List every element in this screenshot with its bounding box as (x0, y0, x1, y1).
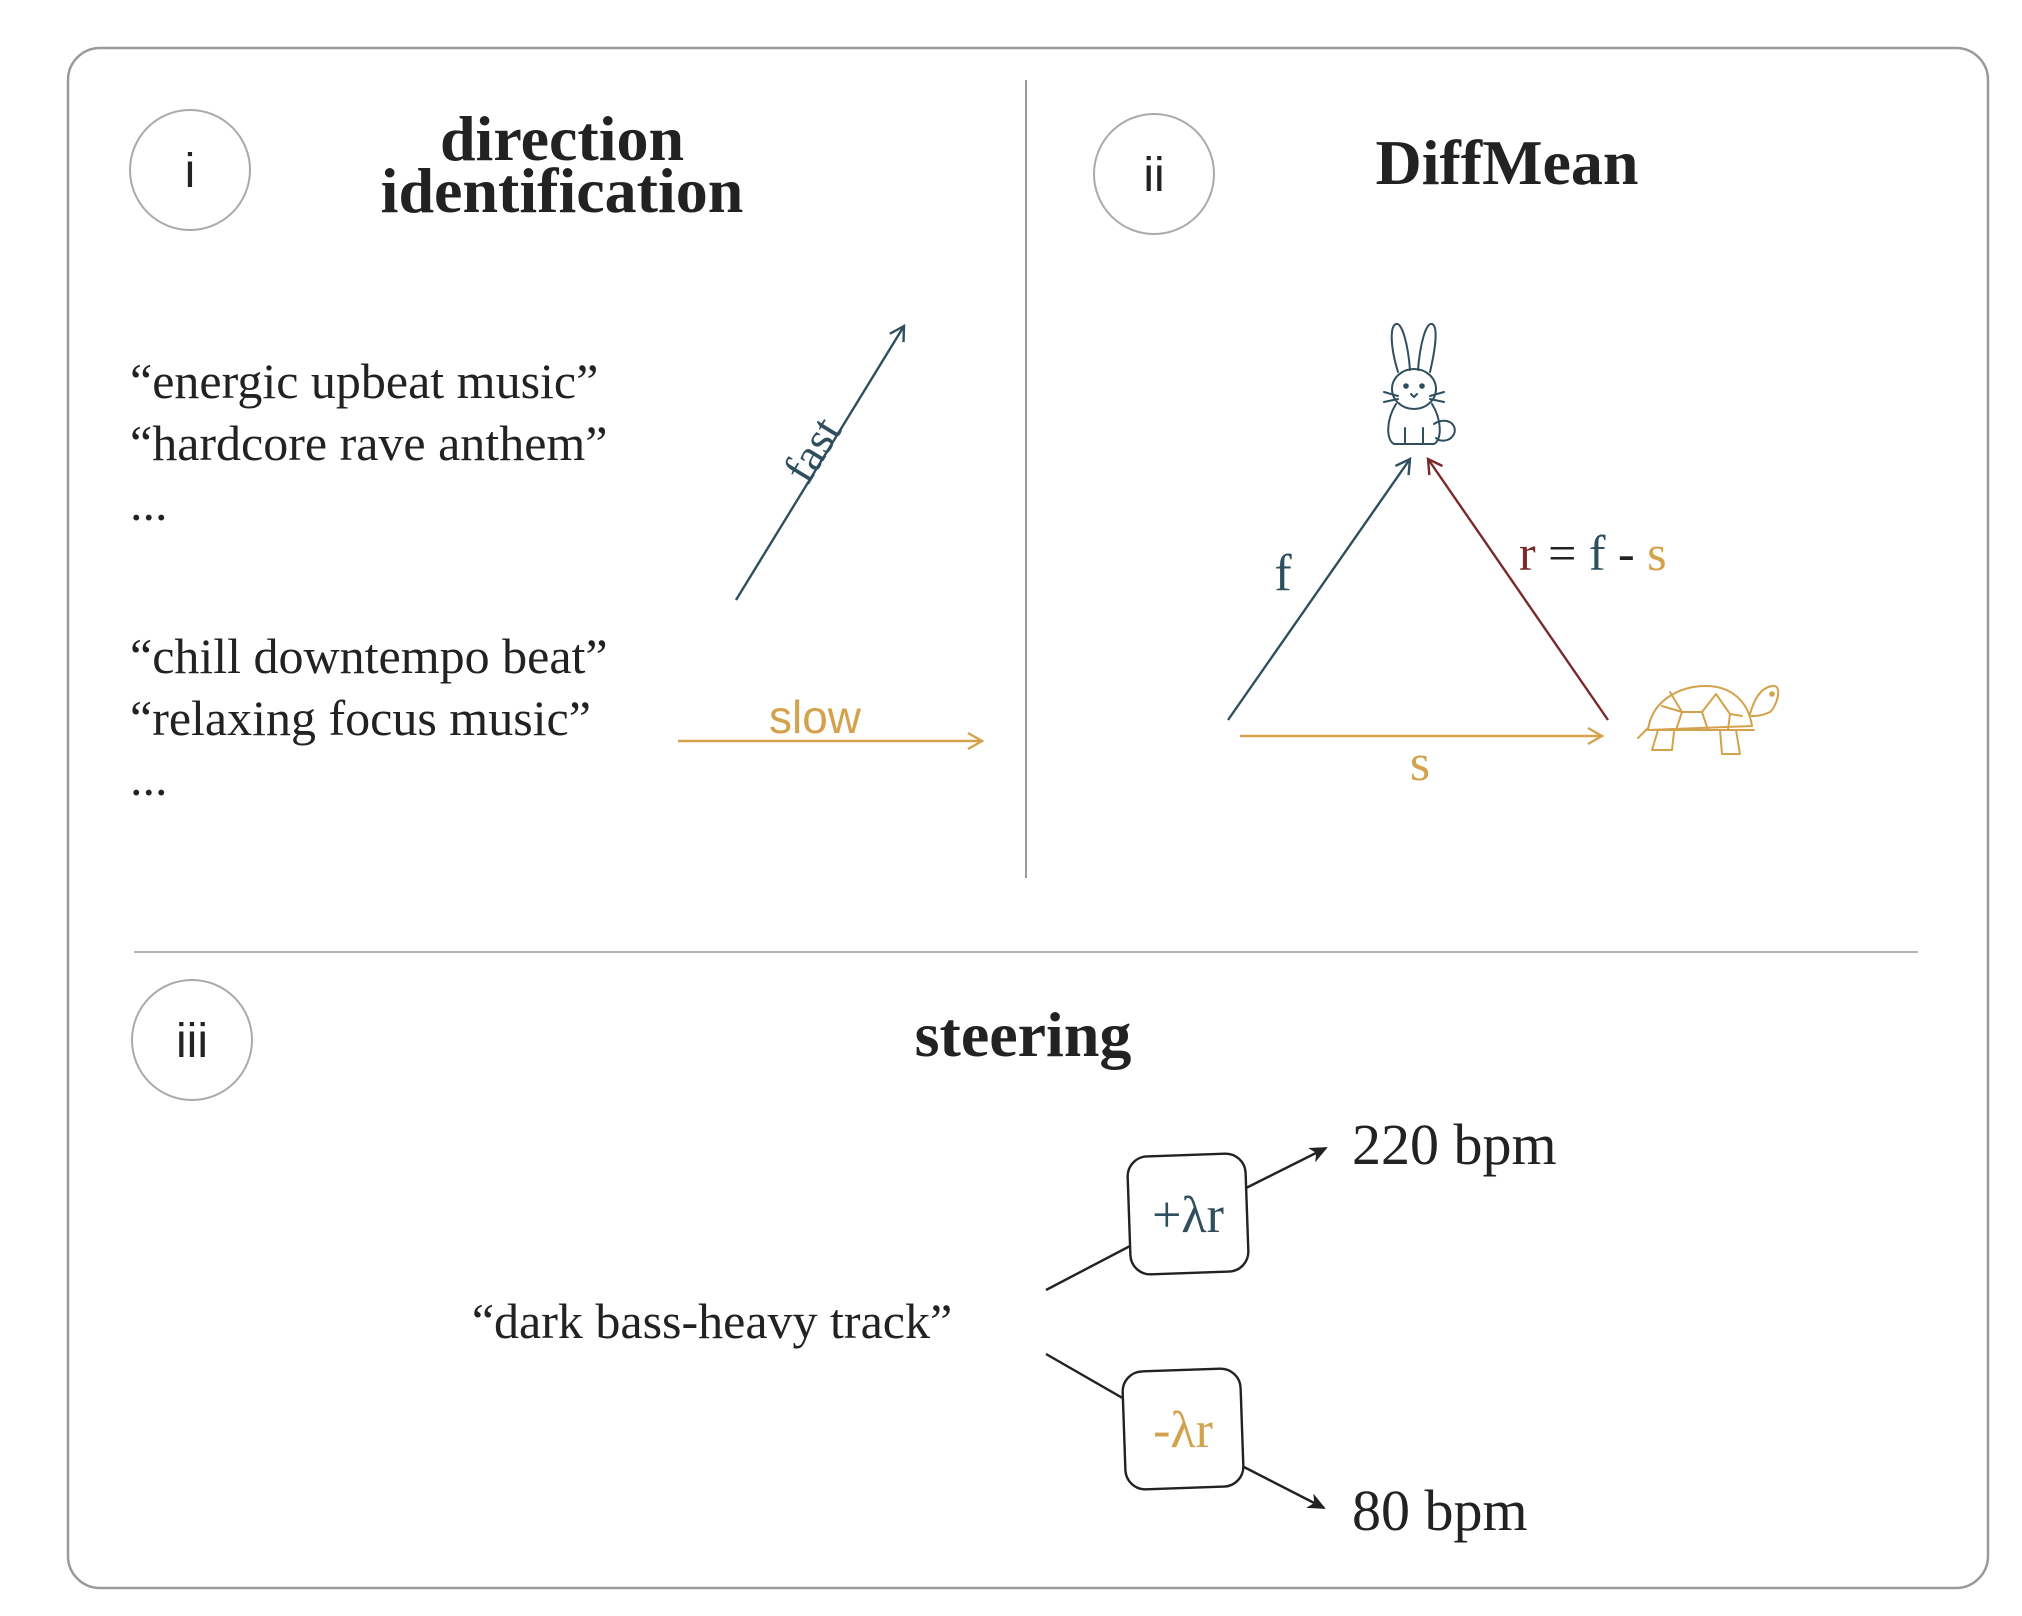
equation-equals: = (1536, 525, 1589, 581)
badge-iii-circle (131, 979, 253, 1101)
badge-ii: ii (1143, 149, 1164, 202)
panel-i-title-line1: direction (440, 103, 684, 174)
equation-s: s (1647, 525, 1666, 581)
slow-prompt-2: “relaxing focus music” (130, 690, 591, 746)
fast-prompt-1: “energic upbeat music” (130, 353, 598, 409)
panel-ii-title: DiffMean (1375, 127, 1638, 198)
panel-direction-identification: i direction identification “energic upbe… (129, 103, 985, 806)
fast-prompt-ellipsis: ... (130, 475, 168, 531)
badge-iii: iii (176, 1015, 208, 1068)
steering-prompt: “dark bass-heavy track” (472, 1293, 952, 1349)
f-label: f (1274, 545, 1292, 602)
equation-f: f (1589, 525, 1606, 581)
fast-label: fast (773, 408, 851, 491)
diffmean-equation: r = f - s (1519, 525, 1667, 581)
panel-iii-title: steering (915, 999, 1132, 1070)
slow-label: slow (769, 691, 862, 743)
badge-i-circle (129, 109, 251, 231)
slow-prompt-1: “chill downtempo beat” (130, 628, 608, 684)
panel-i-title-line2: identification (381, 155, 744, 226)
minus-lambda-r-box (1121, 1367, 1245, 1491)
slow-prompt-ellipsis: ... (130, 750, 168, 806)
plus-branch-line-in (1045, 1243, 1133, 1292)
panel-diffmean: ii DiffMean (1093, 113, 1780, 792)
fast-result: 220 bpm (1352, 1112, 1557, 1177)
plus-lambda-r-box (1126, 1152, 1250, 1276)
equation-r: r (1519, 525, 1536, 581)
equation-minus: - (1606, 525, 1648, 581)
turtle-icon (1637, 684, 1780, 755)
badge-ii-circle (1093, 113, 1215, 235)
badge-i: i (185, 145, 196, 198)
plus-lambda-r-label: +λr (1152, 1187, 1224, 1244)
panel-steering: iii steering “dark bass-heavy track” +λr… (131, 979, 1557, 1543)
minus-branch-line-in (1045, 1352, 1127, 1402)
s-label: s (1410, 735, 1430, 792)
fast-prompt-2: “hardcore rave anthem” (130, 415, 607, 471)
outer-frame (66, 46, 1990, 1590)
f-vector-arrow (1227, 457, 1412, 721)
minus-branch-arrow (1241, 1464, 1326, 1510)
plus-branch-arrow (1245, 1146, 1328, 1190)
minus-lambda-r-label: -λr (1153, 1402, 1213, 1459)
slow-result: 80 bpm (1352, 1478, 1528, 1543)
rabbit-icon (1383, 323, 1456, 445)
r-vector-arrow (1426, 457, 1609, 721)
fast-direction-arrow (734, 323, 906, 601)
